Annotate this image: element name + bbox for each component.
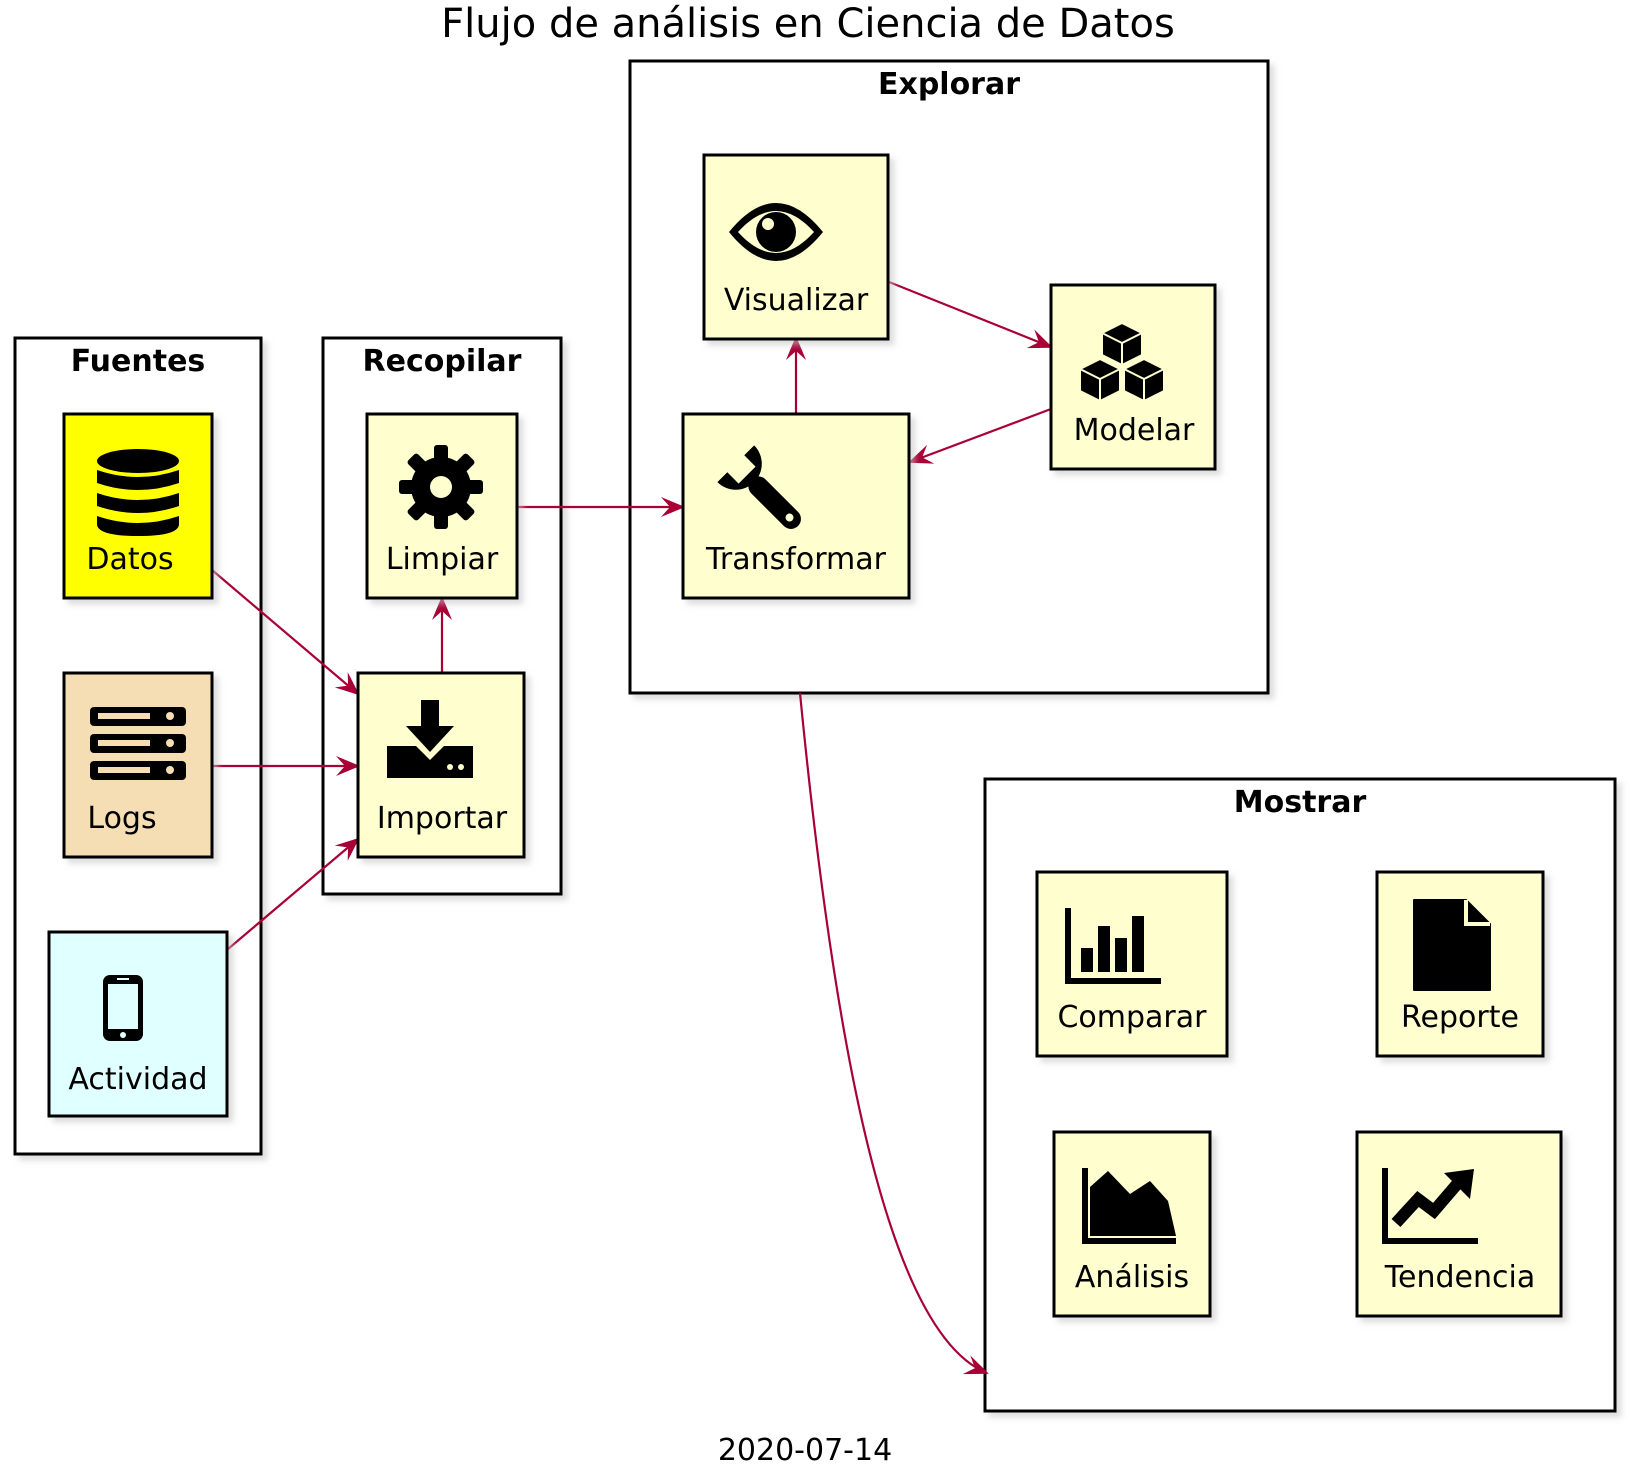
footer-date: 2020-07-14	[718, 1433, 892, 1468]
cubes-icon	[1079, 321, 1165, 403]
edge-explorar-mostrar	[798, 692, 989, 1375]
eye-icon	[729, 203, 823, 261]
wrench-icon	[717, 445, 801, 529]
cluster-title-mostrar: Mostrar	[1234, 785, 1367, 820]
node-datos[interactable]: Datos	[62, 412, 214, 600]
mobile-icon	[103, 975, 143, 1041]
node-limpiar[interactable]: Limpiar	[365, 412, 519, 600]
node-reporte[interactable]: Reporte	[1375, 870, 1545, 1058]
cluster-title-fuentes: Fuentes	[71, 344, 206, 379]
edge-actividad-importar	[227, 837, 360, 950]
edges	[211, 280, 1053, 1375]
cluster-title-recopilar: Recopilar	[363, 344, 522, 379]
node-label-datos: Datos	[86, 542, 173, 577]
cluster-title-explorar: Explorar	[878, 67, 1020, 102]
bar-chart-icon	[1065, 908, 1161, 984]
node-visualizar[interactable]: Visualizar	[702, 153, 890, 341]
file-icon	[1413, 899, 1491, 991]
node-label-transformar: Transformar	[705, 542, 887, 577]
diagram-title: Flujo de análisis en Ciencia de Datos	[441, 1, 1175, 47]
server-icon	[90, 707, 186, 780]
node-transformar[interactable]: Transformar	[681, 412, 911, 600]
node-label-tendencia: Tendencia	[1384, 1260, 1535, 1295]
edge-modelar-transformar	[908, 407, 1052, 464]
node-logs[interactable]: Logs	[62, 671, 214, 859]
node-label-modelar: Modelar	[1074, 413, 1195, 448]
line-chart-icon	[1382, 1168, 1478, 1244]
node-modelar[interactable]: Modelar	[1049, 283, 1217, 471]
node-comparar[interactable]: Comparar	[1035, 870, 1229, 1058]
node-analisis[interactable]: Análisis	[1052, 1130, 1212, 1318]
database-icon	[97, 449, 179, 536]
gear-icon	[399, 445, 483, 529]
node-tendencia[interactable]: Tendencia	[1355, 1130, 1563, 1318]
node-label-logs: Logs	[87, 801, 156, 836]
node-label-visualizar: Visualizar	[724, 283, 869, 318]
node-label-importar: Importar	[377, 801, 508, 836]
node-importar[interactable]: Importar	[356, 671, 526, 859]
node-label-comparar: Comparar	[1057, 1000, 1207, 1035]
node-actividad[interactable]: Actividad	[47, 930, 229, 1118]
node-label-limpiar: Limpiar	[386, 542, 499, 577]
area-chart-icon	[1082, 1168, 1176, 1244]
download-icon	[387, 700, 473, 778]
node-label-reporte: Reporte	[1401, 1000, 1519, 1035]
edge-datos-importar	[211, 569, 360, 696]
node-label-actividad: Actividad	[68, 1062, 207, 1097]
node-label-analisis: Análisis	[1075, 1260, 1189, 1295]
edge-visualizar-modelar	[888, 280, 1053, 349]
